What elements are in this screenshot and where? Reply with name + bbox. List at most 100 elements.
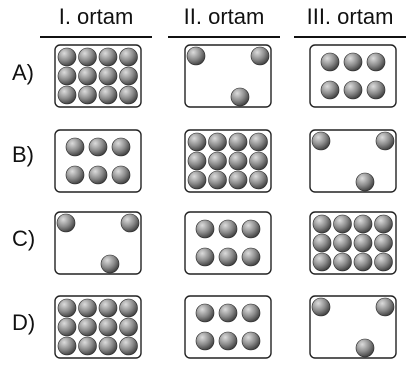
particle-sphere — [241, 247, 261, 267]
particle-sphere — [355, 338, 375, 358]
particle-sphere — [98, 298, 118, 318]
particle-sphere — [312, 252, 332, 272]
particle-sphere — [119, 66, 138, 86]
particle-sphere — [374, 233, 393, 253]
particle-sphere — [311, 131, 331, 151]
box-row-2-col-2-dense — [184, 129, 272, 193]
particle-sphere — [119, 85, 138, 105]
particle-sphere — [78, 298, 97, 318]
particle-sphere — [65, 137, 85, 157]
particle-sphere — [57, 66, 77, 86]
particle-sphere — [56, 213, 76, 233]
particle-sphere — [320, 52, 340, 72]
particle-sphere — [187, 170, 207, 190]
particle-sphere — [353, 214, 373, 234]
container-box — [309, 211, 397, 275]
particle-sphere — [333, 233, 352, 253]
particle-sphere — [78, 336, 97, 356]
column-header-1-underline — [40, 36, 152, 38]
column-header-2-underline — [168, 36, 280, 38]
column-header-3-label: III. ortam — [306, 4, 394, 29]
row-label-c: C) — [12, 226, 36, 251]
particle-sphere — [208, 170, 227, 190]
box-row-3-col-1-sparse — [54, 211, 142, 275]
particle-sphere — [241, 331, 261, 351]
box-row-1-col-3-medium — [309, 44, 397, 108]
particle-sphere — [250, 46, 270, 66]
box-row-4-col-3-sparse — [309, 295, 397, 359]
container-box — [54, 295, 142, 359]
particle-sphere — [119, 47, 138, 67]
particle-sphere — [366, 52, 386, 72]
particle-sphere — [98, 66, 118, 86]
row-label-b: B) — [12, 142, 34, 167]
particle-sphere — [218, 303, 238, 323]
particle-sphere — [241, 219, 261, 239]
particle-sphere — [111, 165, 131, 185]
particle-sphere — [208, 132, 227, 152]
box-row-3-col-3-dense — [309, 211, 397, 275]
particle-sphere — [230, 87, 250, 107]
particle-sphere — [343, 80, 363, 100]
particle-sphere — [57, 317, 77, 337]
particle-sphere — [187, 132, 207, 152]
particle-sphere — [343, 52, 363, 72]
particle-sphere — [119, 317, 138, 337]
box-row-1-col-2-sparse — [184, 44, 272, 108]
particle-sphere — [228, 132, 248, 152]
particle-sphere — [98, 85, 118, 105]
particle-sphere — [311, 297, 331, 317]
particle-sphere — [98, 47, 118, 67]
particle-sphere — [78, 47, 97, 67]
particle-sphere — [78, 66, 97, 86]
particle-sphere — [333, 214, 352, 234]
box-row-1-col-1-dense — [54, 44, 142, 108]
column-header-3: III. ortam — [294, 2, 406, 42]
particle-sphere — [375, 297, 395, 317]
container-box — [184, 129, 272, 193]
particle-sphere — [57, 298, 77, 318]
box-row-4-col-1-dense — [54, 295, 142, 359]
row-label-a: A) — [12, 60, 34, 85]
particle-sphere — [119, 298, 138, 318]
particle-sphere — [374, 252, 393, 272]
particle-sphere — [353, 252, 373, 272]
particle-sphere — [98, 317, 118, 337]
row-label-d: D) — [12, 310, 36, 335]
particle-sphere — [249, 132, 268, 152]
particle-sphere — [57, 336, 77, 356]
container-box — [309, 129, 397, 193]
particle-sphere — [187, 151, 207, 171]
column-header-3-underline — [294, 36, 406, 38]
particle-sphere — [366, 80, 386, 100]
particle-sphere — [333, 252, 352, 272]
particle-sphere — [374, 214, 393, 234]
particle-sphere — [228, 170, 248, 190]
column-header-2-label: II. ortam — [183, 4, 265, 29]
container-box — [54, 44, 142, 108]
box-row-2-col-1-medium — [54, 129, 142, 193]
particle-sphere — [249, 151, 268, 171]
particle-sphere — [241, 303, 261, 323]
particle-sphere — [249, 170, 268, 190]
particle-sphere — [78, 85, 97, 105]
particle-sphere — [353, 233, 373, 253]
particle-sphere — [355, 172, 375, 192]
particle-sphere — [320, 80, 340, 100]
particle-sphere — [208, 151, 227, 171]
container-box — [184, 44, 272, 108]
particle-sphere — [78, 317, 97, 337]
column-header-1-label: I. ortam — [58, 4, 134, 29]
particle-sphere — [312, 214, 332, 234]
container-box — [309, 295, 397, 359]
box-row-2-col-3-sparse — [309, 129, 397, 193]
box-row-3-col-2-medium — [184, 211, 272, 275]
particle-sphere — [119, 336, 138, 356]
particle-sphere — [218, 331, 238, 351]
particle-sphere — [98, 336, 118, 356]
particle-sphere — [195, 247, 215, 267]
column-header-1: I. ortam — [40, 2, 152, 42]
box-row-4-col-2-medium — [184, 295, 272, 359]
particle-sphere — [111, 137, 131, 157]
